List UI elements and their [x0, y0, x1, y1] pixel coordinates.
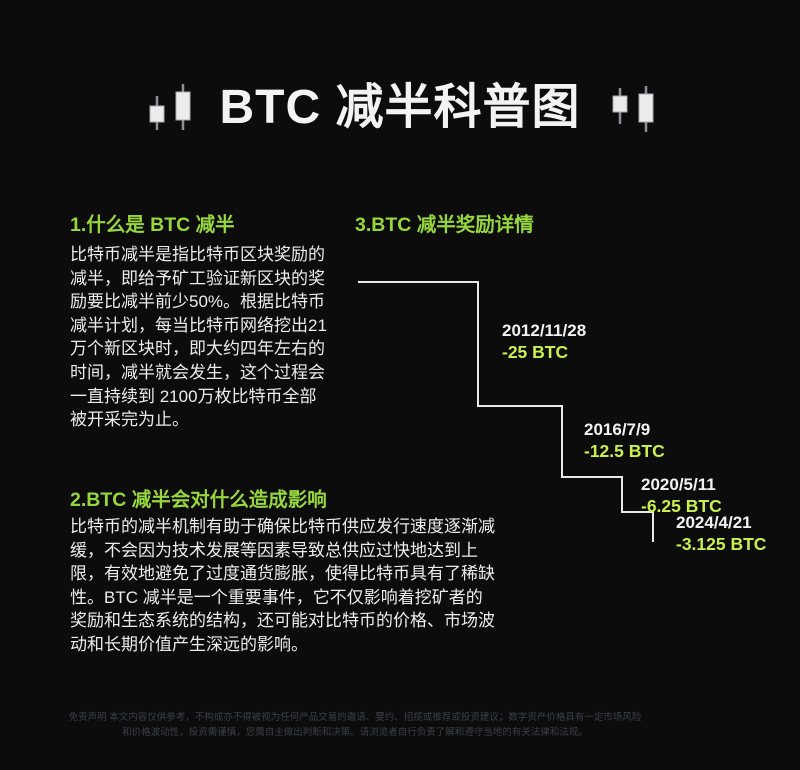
- section-what-body: 比特币减半是指比特币区块奖励的 减半，即给予矿工验证新区块的奖 励要比减半前少5…: [70, 245, 327, 430]
- halving-event-2012: 2012/11/28 -25 BTC: [502, 321, 586, 362]
- event-date: 2020/5/11: [641, 475, 716, 494]
- section-impact-body: 比特币的减半机制有助于确保比特币供应发行速度逐渐减 缓，不会因为技术发展等因素导…: [70, 517, 495, 654]
- halving-event-2024: 2024/4/21 -3.125 BTC: [676, 513, 766, 554]
- disclaimer-text: 免责声明 本文内容仅供参考，不构成亦不得被视为任何产品交易的邀请、要约、招揽或推…: [68, 712, 642, 738]
- header: BTC 减半科普图: [0, 81, 800, 135]
- page-title: BTC 减半科普图: [219, 81, 581, 134]
- section-what-heading: 1.什么是 BTC 减半: [70, 214, 235, 236]
- event-date: 2012/11/28: [502, 321, 587, 340]
- section-impact-heading: 2.BTC 减半会对什么造成影响: [70, 489, 327, 511]
- event-reward: -3.125 BTC: [676, 534, 767, 554]
- section-rewards-heading: 3.BTC 减半奖励详情: [355, 214, 534, 236]
- candlestick-pair-icon-right: [612, 86, 653, 133]
- event-reward: -25 BTC: [502, 342, 569, 362]
- event-reward: -6.25 BTC: [641, 496, 722, 516]
- halving-event-2016: 2016/7/9 -12.5 BTC: [584, 420, 665, 461]
- event-date: 2024/4/21: [676, 513, 752, 532]
- candlestick-pair-icon-left: [149, 84, 190, 131]
- event-date: 2016/7/9: [584, 420, 651, 439]
- event-reward: -12.5 BTC: [584, 441, 665, 461]
- halving-event-2020: 2020/5/11 -6.25 BTC: [641, 475, 722, 516]
